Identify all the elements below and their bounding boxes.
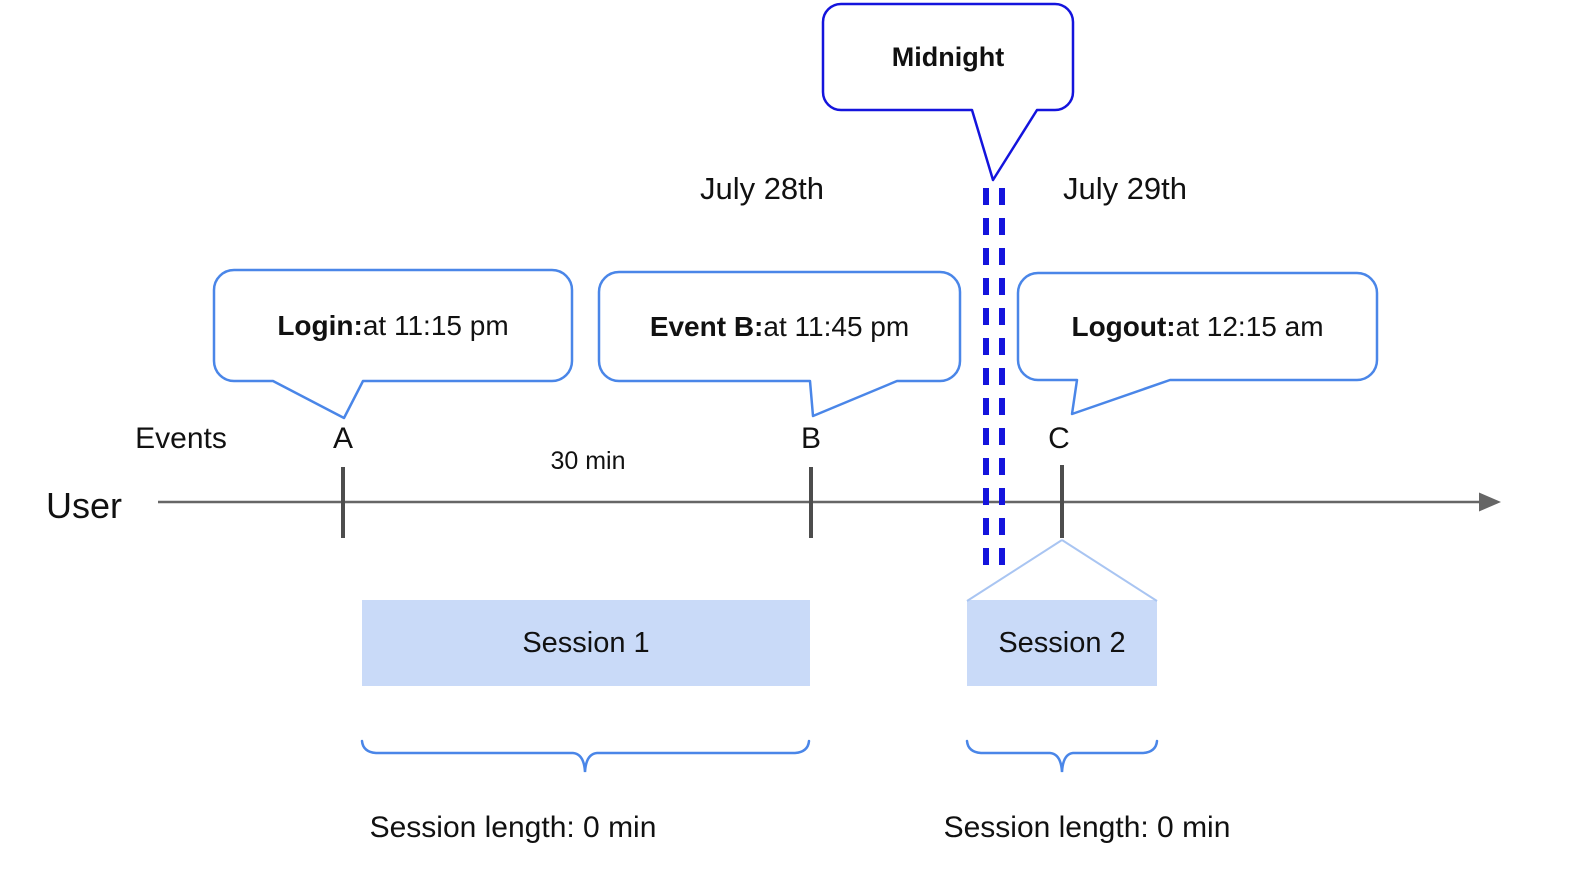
events-row-label: Events (135, 422, 227, 455)
session-2-box (967, 600, 1157, 686)
event-b-callout-bubble (597, 270, 962, 418)
logout-callout-bubble (1016, 271, 1379, 416)
event-marker-c: C (1048, 422, 1070, 455)
login-callout-bubble (212, 268, 574, 420)
session-2-brace (965, 739, 1159, 773)
event-b-callout-text: Event B: at 11:45 pm (599, 272, 960, 381)
session-1-label: Session 1 (522, 626, 650, 659)
date-after-midnight: July 29th (1062, 171, 1188, 206)
session-2-label: Session 2 (998, 626, 1126, 659)
event-marker-b: B (800, 422, 821, 455)
event-b-callout-title: Event B: (649, 310, 764, 342)
midnight-label: Midnight (891, 41, 1005, 72)
event-b-callout-detail: at 11:45 pm (763, 310, 910, 342)
event-marker-a: A (332, 422, 353, 455)
logout-callout-detail: at 12:15 am (1175, 310, 1324, 342)
session-1-box (362, 600, 810, 686)
interval-label: 30 min (550, 447, 626, 475)
timeline-arrowhead-icon (1479, 492, 1501, 512)
logout-callout-text: Logout: at 12:15 am (1018, 273, 1377, 380)
session-1-brace (360, 739, 811, 773)
user-row-label: User (46, 485, 123, 526)
login-callout-text: Login: at 11:15 pm (214, 270, 572, 381)
session-2-length-label: Session length: 0 min (943, 811, 1231, 844)
session-1-length-label: Session length: 0 min (369, 811, 657, 844)
date-before-midnight: July 28th (699, 171, 825, 206)
login-callout-detail: at 11:15 pm (362, 309, 509, 341)
login-callout-title: Login: (277, 309, 363, 341)
midnight-callout-bubble (821, 2, 1075, 182)
logout-callout-title: Logout: (1071, 310, 1176, 342)
event-c-to-session-2-connector (966, 539, 1158, 602)
